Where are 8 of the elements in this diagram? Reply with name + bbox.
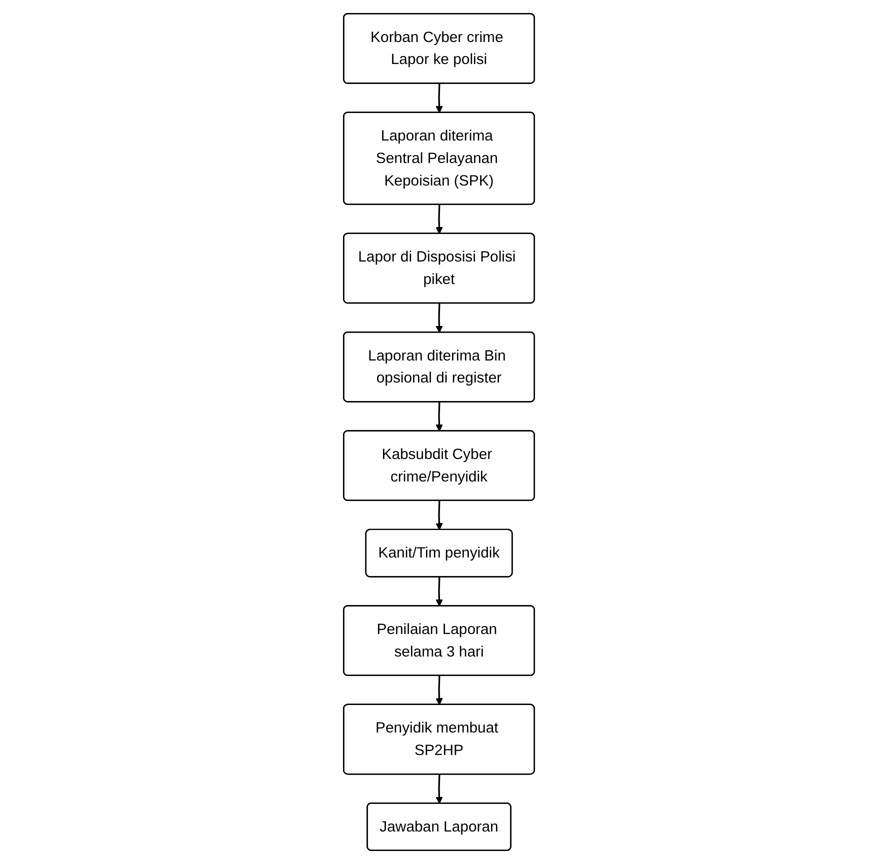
arrow xyxy=(436,577,443,606)
arrow xyxy=(436,500,443,530)
arrow xyxy=(436,774,443,804)
arrow xyxy=(436,204,443,234)
arrow xyxy=(436,303,443,333)
arrow xyxy=(436,676,443,706)
arrow xyxy=(436,84,443,114)
arrow xyxy=(436,402,443,432)
